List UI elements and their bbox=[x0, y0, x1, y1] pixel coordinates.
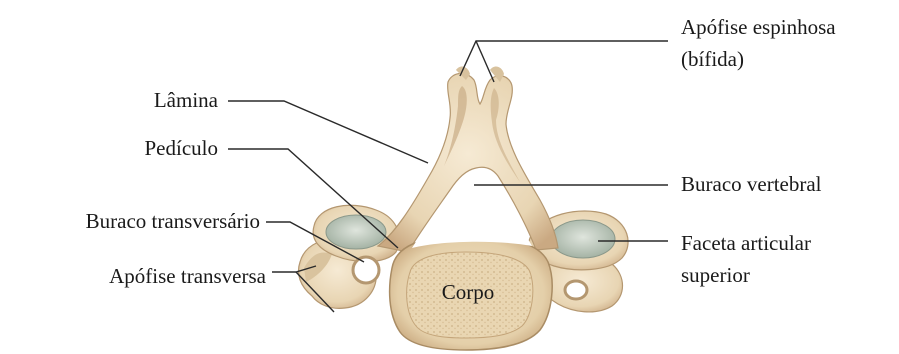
label-articular-facet: Faceta articular bbox=[681, 231, 811, 255]
label-lamina: Lâmina bbox=[154, 88, 219, 112]
right-articular-facet bbox=[551, 220, 615, 258]
label-articular-facet-sub: superior bbox=[681, 263, 750, 287]
left-articular-facet bbox=[326, 215, 386, 249]
label-spinous-process-sub: (bífida) bbox=[681, 47, 744, 71]
leader-lamina bbox=[228, 101, 428, 163]
label-pedicle: Pedículo bbox=[145, 136, 219, 160]
left-transverse-foramen bbox=[353, 257, 379, 283]
right-transverse-foramen bbox=[565, 281, 587, 299]
label-spinous-process: Apófise espinhosa bbox=[681, 15, 836, 39]
label-vertebral-foramen: Buraco vertebral bbox=[681, 172, 822, 196]
label-transverse-process: Apófise transversa bbox=[109, 264, 267, 288]
vertebra-illustration bbox=[299, 67, 629, 350]
label-transverse-foramen: Buraco transversário bbox=[86, 209, 260, 233]
leader-spinous-2 bbox=[476, 41, 494, 82]
label-body: Corpo bbox=[442, 280, 495, 304]
